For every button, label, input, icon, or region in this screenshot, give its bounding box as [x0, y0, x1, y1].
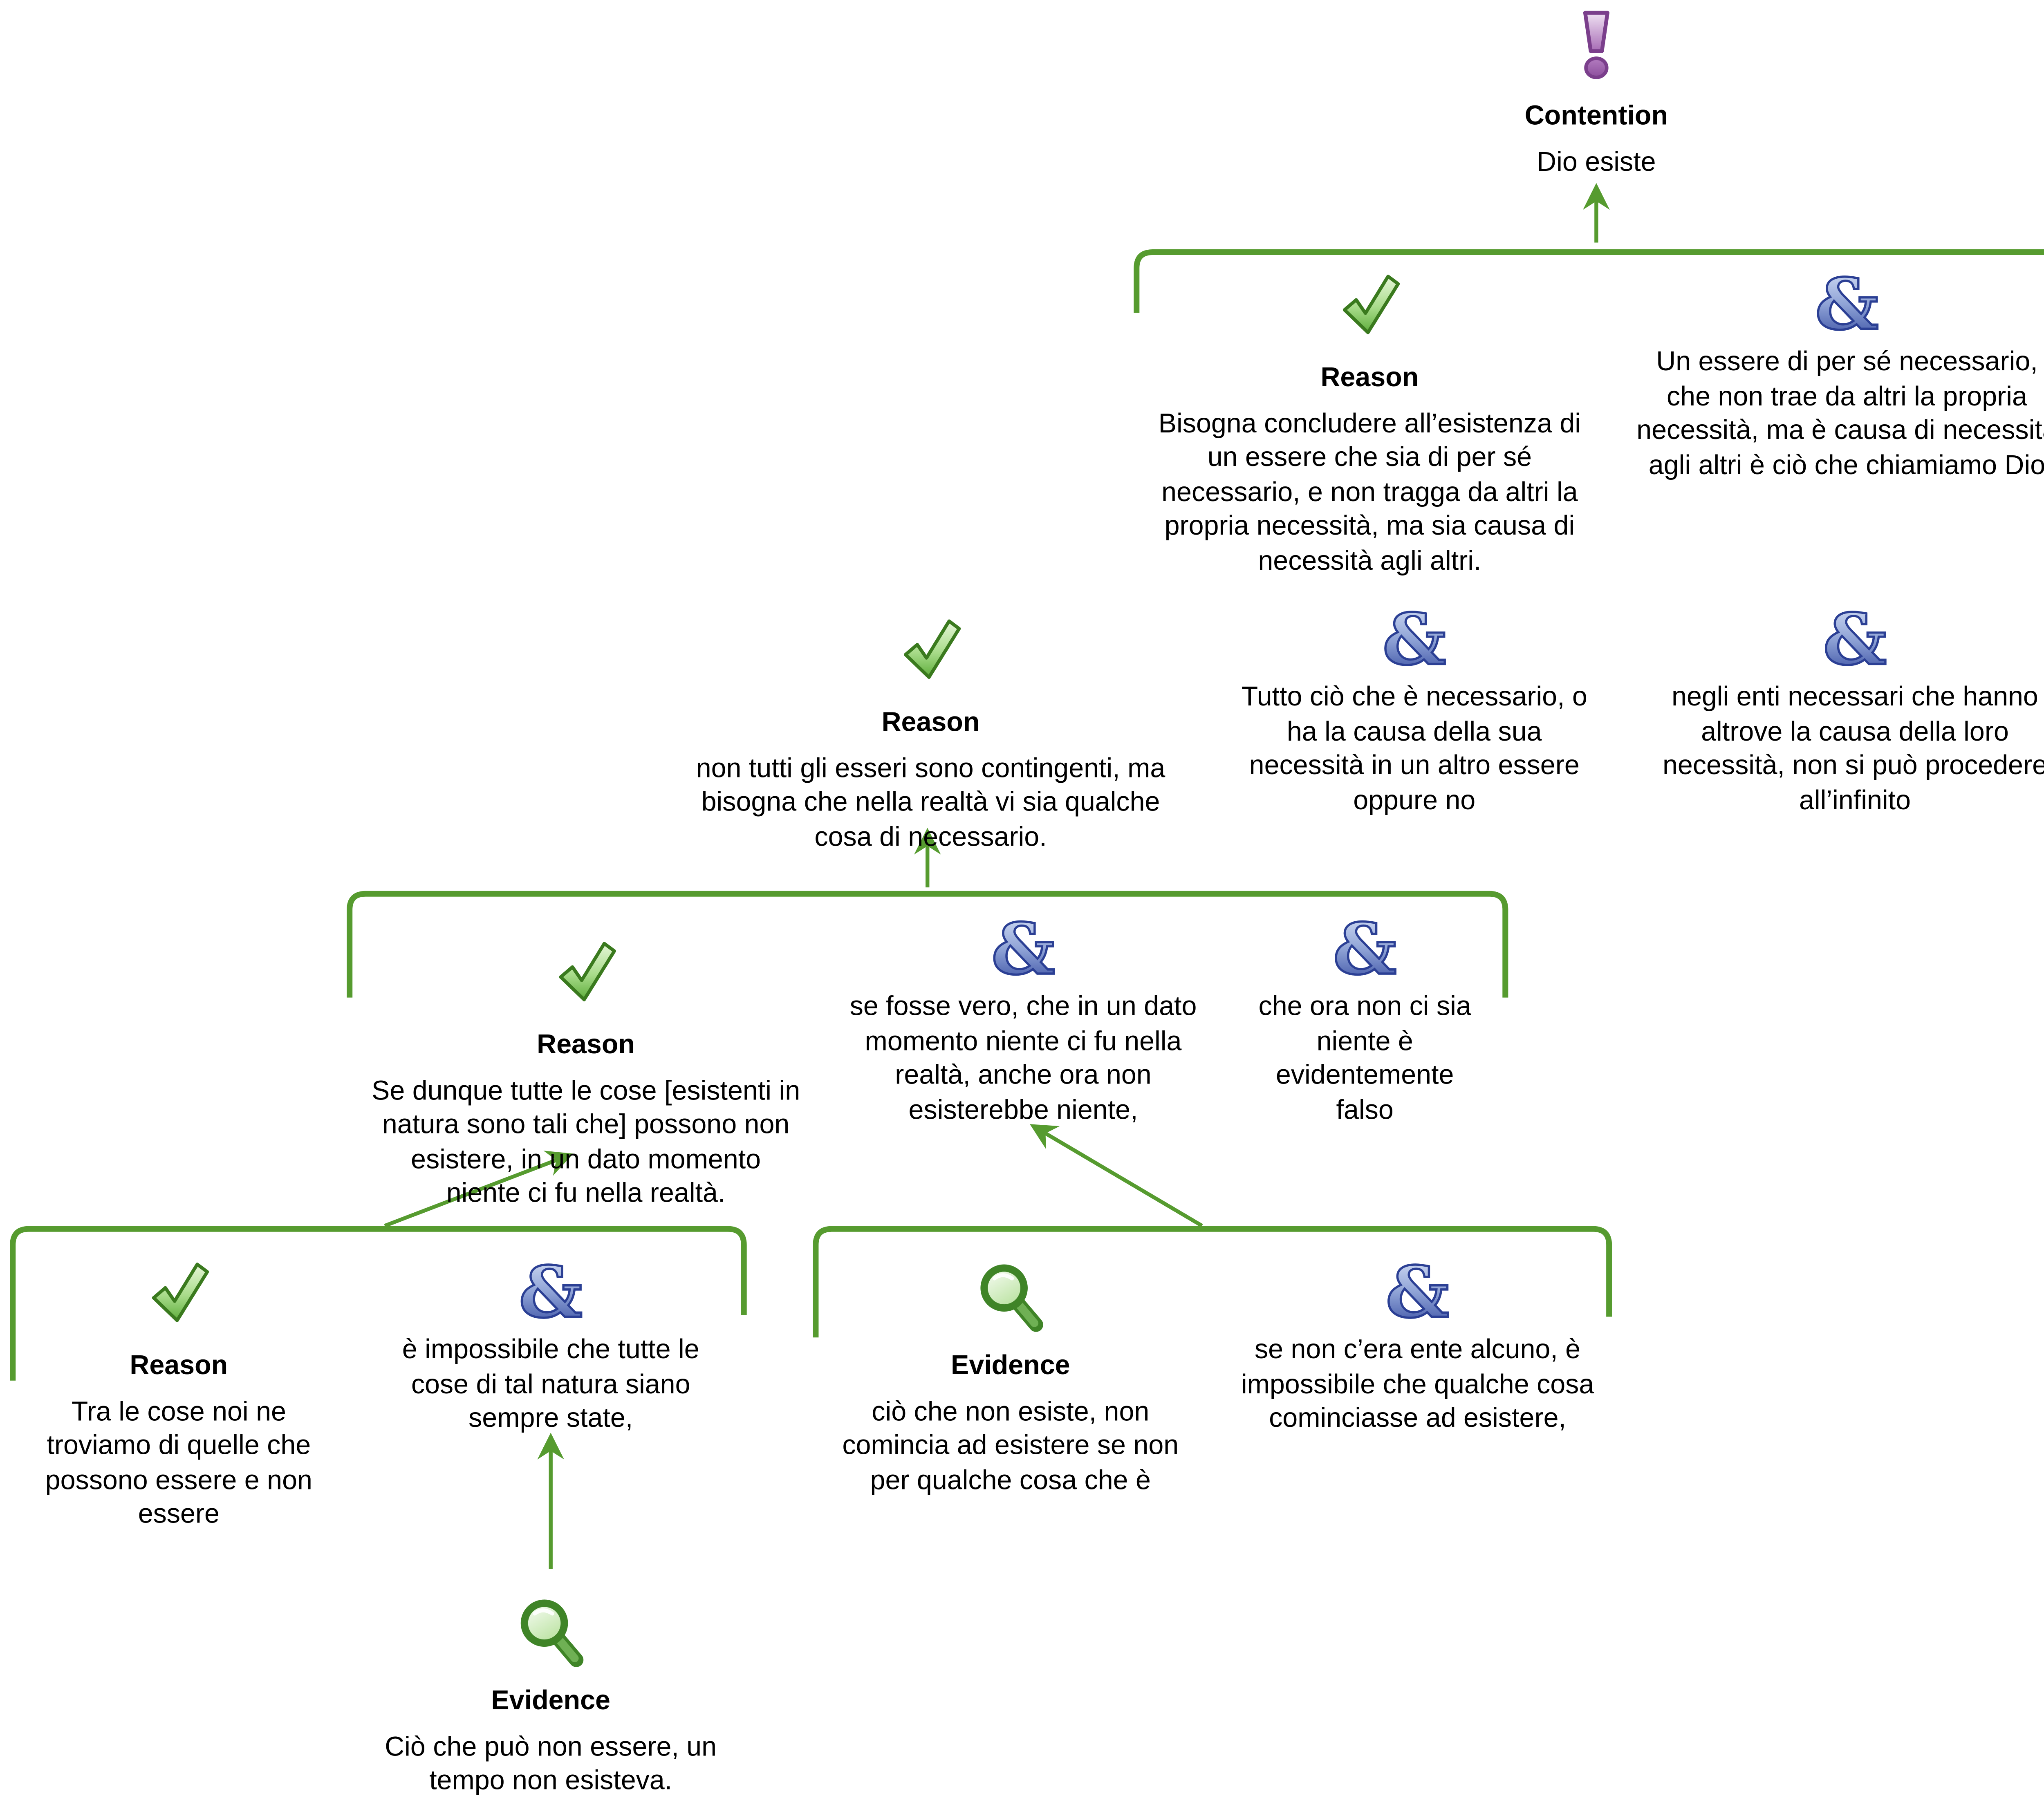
and-node-6[interactable]: & che ora non ci sia niente è evidenteme…: [1229, 914, 1501, 1126]
and-node-2[interactable]: & Tutto ciò che è necessario, o ha la ca…: [1223, 605, 1606, 817]
node-title: Reason: [130, 1350, 228, 1381]
contention-node[interactable]: Contention Dio esiste: [1421, 9, 1772, 179]
node-text: è impossibile che tutte le cose di tal n…: [402, 1334, 699, 1433]
evidence-node-2[interactable]: Evidence ciò che non esiste, non cominci…: [811, 1259, 1210, 1497]
and-icon: &: [1210, 1257, 1625, 1333]
reason-node-4[interactable]: Reason Tra le cose noi ne troviamo di qu…: [19, 1259, 338, 1532]
check-icon: [659, 616, 1202, 690]
bracket-and5: [813, 1226, 1612, 1338]
evidence-node-1[interactable]: Evidence Ciò che può non essere, un temp…: [359, 1594, 742, 1798]
reason-node-2[interactable]: Reason non tutti gli esseri sono conting…: [659, 616, 1202, 854]
and-node-1[interactable]: & Un essere di per sé necessario, che no…: [1616, 269, 2044, 482]
and-node-3[interactable]: & negli enti necessari che hanno altrove…: [1647, 605, 2044, 817]
node-text: Dio esiste: [1537, 146, 1656, 177]
bracket-contention: [1134, 249, 2044, 313]
and-icon: &: [1223, 605, 1606, 680]
node-title: Reason: [1320, 362, 1419, 393]
arrow-to-reason3: [384, 1151, 574, 1228]
and-icon: &: [824, 914, 1223, 990]
node-text: negli enti necessari che hanno altrove l…: [1662, 681, 2044, 815]
and-node-8[interactable]: & se non c’era ente alcuno, è impossibil…: [1210, 1257, 1625, 1435]
reason-node-3[interactable]: Reason Se dunque tutte le cose [esistent…: [338, 938, 834, 1211]
node-title: Contention: [1524, 101, 1668, 131]
contention-exclamation-icon: [1421, 9, 1772, 83]
node-text: se non c’era ente alcuno, è impossibile …: [1241, 1334, 1594, 1433]
reason-node-1[interactable]: Reason Bisogna concludere all’esistenza …: [1130, 271, 1609, 578]
bracket-group: [10, 249, 2044, 1381]
evidence-magnifier-icon: [359, 1594, 742, 1668]
and-icon: &: [375, 1257, 726, 1333]
node-text: se fosse vero, che in un dato momento ni…: [849, 991, 1197, 1125]
node-text: Tra le cose noi ne troviamo di quelle ch…: [45, 1395, 312, 1529]
and-node-5[interactable]: & se fosse vero, che in un dato momento …: [824, 914, 1223, 1126]
node-text: non tutti gli esseri sono contingenti, m…: [696, 752, 1165, 852]
node-text: Tutto ciò che è necessario, o ha la caus…: [1241, 681, 1587, 815]
node-text: Un essere di per sé necessario, che non …: [1636, 346, 2044, 480]
evidence-magnifier-icon: [811, 1259, 1210, 1333]
bracket-reason2: [347, 891, 1508, 998]
and-icon: &: [1647, 605, 2044, 680]
check-icon: [19, 1259, 338, 1333]
node-text: che ora non ci sia niente è evidentement…: [1258, 991, 1471, 1125]
node-text: Ciò che può non essere, un tempo non esi…: [385, 1731, 717, 1796]
check-icon: [1130, 271, 1609, 345]
bracket-reason3: [10, 1226, 747, 1381]
check-icon: [338, 938, 834, 1012]
node-title: Reason: [537, 1029, 635, 1060]
node-text: ciò che non esiste, non comincia ad esis…: [842, 1395, 1179, 1495]
node-title: Reason: [881, 707, 980, 738]
arrow-group: [384, 183, 1610, 1569]
node-text: Se dunque tutte le cose [esistenti in na…: [372, 1075, 800, 1209]
node-text: Bisogna concludere all’esistenza di un e…: [1158, 408, 1581, 575]
node-title: Evidence: [951, 1350, 1070, 1381]
arrow-to-and5: [1030, 1124, 1203, 1227]
and-icon: &: [1229, 914, 1501, 990]
node-title: Evidence: [491, 1685, 610, 1716]
and-icon: &: [1616, 269, 2044, 345]
and-node-7[interactable]: & è impossibile che tutte le cose di tal…: [375, 1257, 726, 1435]
